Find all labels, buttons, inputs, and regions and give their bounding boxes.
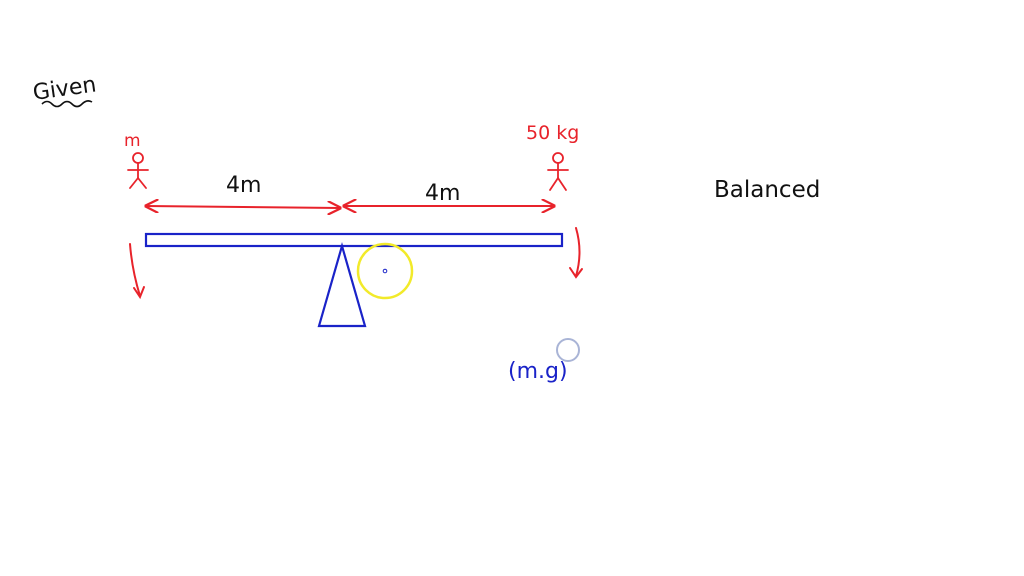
pointer-ring-icon [556,338,580,362]
weight-expression-label: (m.g) [508,359,568,384]
left-distance-arrow [146,206,340,208]
cursor-highlight-icon [356,242,414,300]
right-force-arrow [569,227,583,279]
seesaw-plank [144,232,564,248]
fulcrum-triangle [317,242,367,328]
left-person-icon [127,152,149,189]
left-force-arrow [129,243,145,300]
balanced-label: Balanced [714,177,820,203]
right-mass-label: 50 kg [526,122,579,144]
right-person-icon [547,152,569,191]
left-mass-label: m [124,131,141,151]
right-distance-label: 4m [425,181,460,206]
given-underline [41,100,93,108]
left-distance-label: 4m [226,173,261,198]
